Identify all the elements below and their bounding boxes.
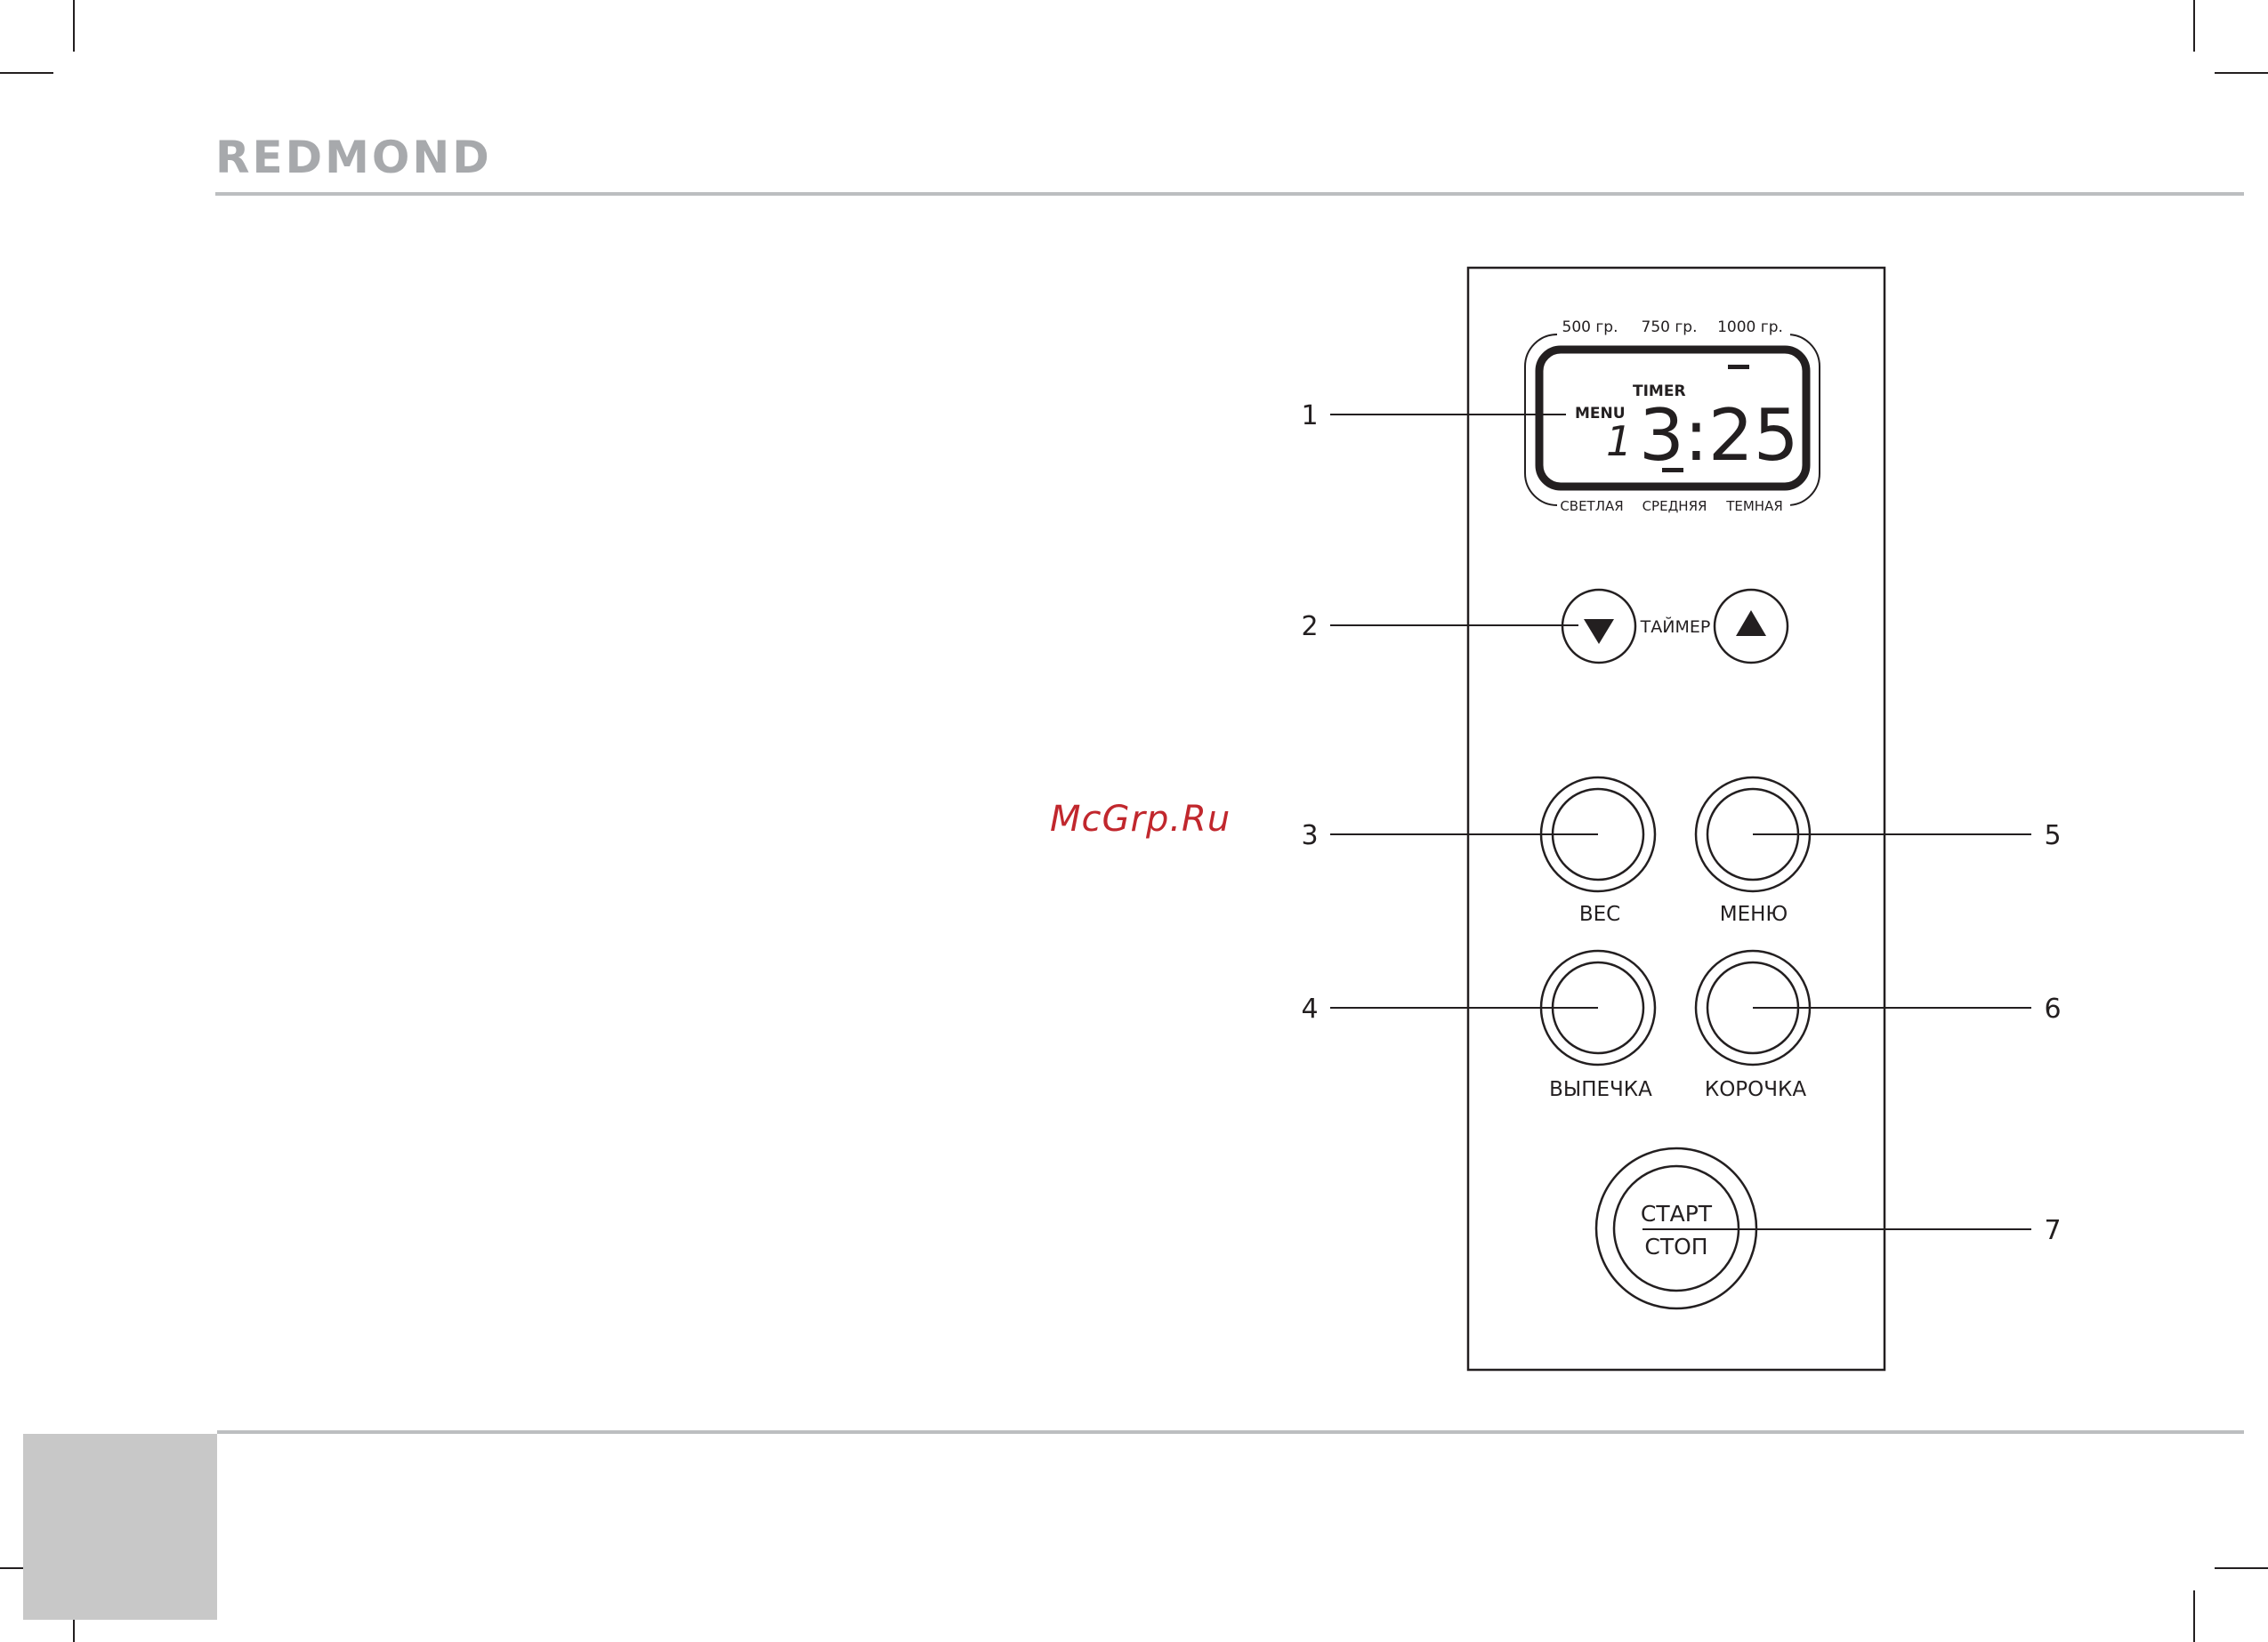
callout-number-7: 7 [2044, 1215, 2061, 1246]
callout-number-2: 2 [1301, 611, 1318, 642]
callout-number-6: 6 [2044, 994, 2061, 1025]
start-label: СТАРТ [1641, 1201, 1713, 1227]
lcd-program-number: 1 [1606, 417, 1632, 465]
menu-button-label: МЕНЮ [1720, 903, 1788, 926]
callout-number-3: 3 [1301, 820, 1318, 851]
weight-label-500: 500 гр. [1562, 318, 1618, 336]
crust-label-light: СВЕТЛАЯ [1560, 498, 1623, 514]
crust-label-medium: СРЕДНЯЯ [1642, 498, 1707, 514]
stop-label: СТОП [1644, 1234, 1707, 1260]
crust-button-label: КОРОЧКА [1705, 1078, 1807, 1101]
weight-label-750: 750 гр. [1642, 318, 1698, 336]
timer-label: ТАЙМЕР [1640, 616, 1711, 637]
crust-label-dark: ТЕМНАЯ [1725, 498, 1783, 514]
weight-indicator [1728, 365, 1749, 369]
lcd-time-readout: 3:25 [1639, 394, 1799, 477]
callout-number-4: 4 [1301, 994, 1318, 1025]
callout-number-5: 5 [2044, 820, 2061, 851]
weight-button-label: ВЕС [1579, 903, 1620, 926]
bake-button-label: ВЫПЕЧКА [1549, 1078, 1652, 1101]
callout-number-1: 1 [1301, 400, 1318, 431]
weight-label-1000: 1000 гр. [1717, 318, 1783, 336]
